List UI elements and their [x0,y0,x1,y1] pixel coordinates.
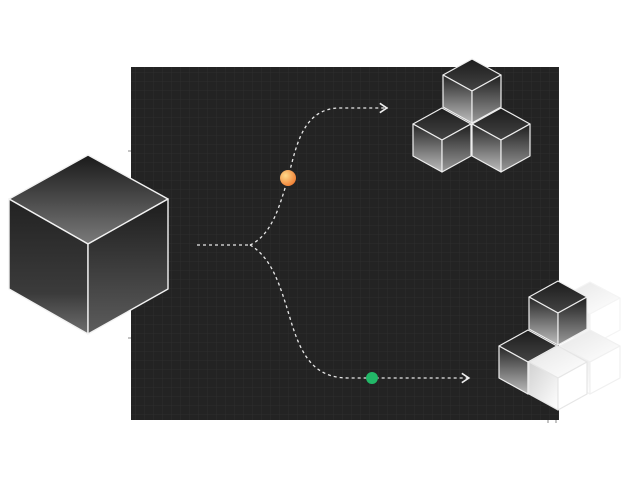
upper-target-cube-cluster [412,58,531,173]
orange-node [280,170,296,186]
dark-cube-upper [528,280,588,346]
fading-cube-front [528,345,588,411]
cluster-cube-left [412,107,472,173]
lower-target-cube-cluster [498,280,621,411]
lower-branch-line [249,244,471,384]
cluster-cube-top [442,58,502,124]
cluster-cube-right [471,107,531,173]
source-cube [8,154,169,335]
green-node [366,372,378,384]
